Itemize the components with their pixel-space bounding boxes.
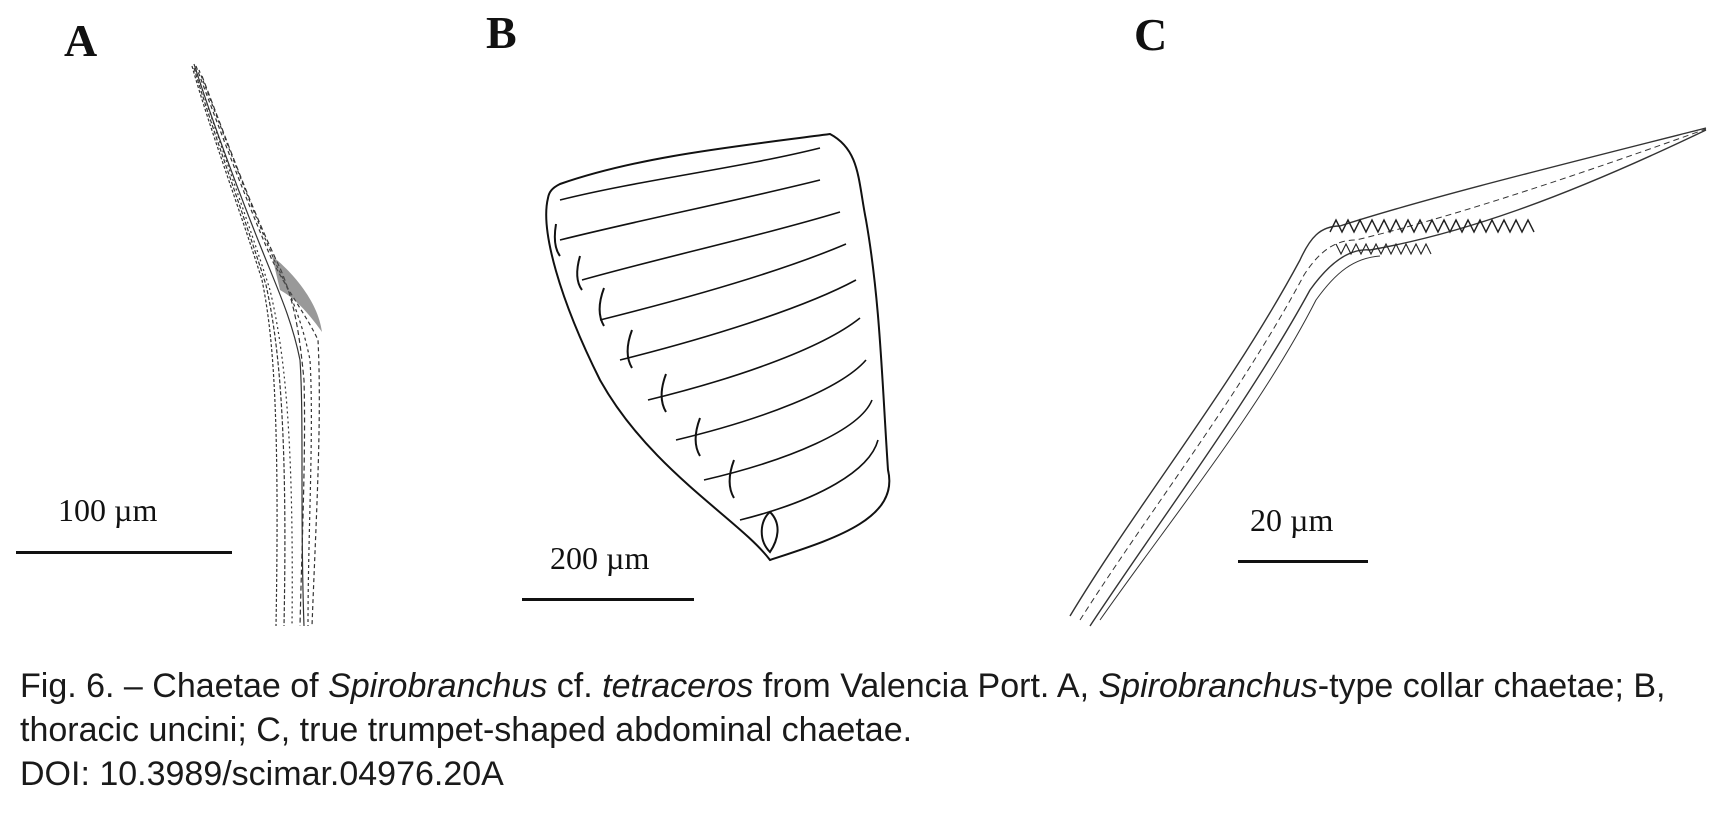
- panel-label-a: A: [64, 15, 98, 66]
- panel-label-c: C: [1134, 9, 1168, 60]
- caption-genus-2: Spirobranchus: [1098, 667, 1318, 705]
- scale-label-c: 20 µm: [1250, 502, 1334, 538]
- figure-plate: A B C 100 µm 200 µm 20 µm: [16, 7, 1707, 627]
- caption-part-4: -type collar chaetae; B, thoracic uncini…: [20, 667, 1666, 749]
- figure-caption: Fig. 6. – Chaetae of Spirobranchus cf. t…: [20, 664, 1720, 796]
- caption-part-1: Fig. 6. – Chaetae of: [20, 667, 329, 705]
- uncinus-drawing-b: [545, 132, 891, 562]
- scale-bar-a: [16, 551, 232, 554]
- caption-part-3: from Valencia Port. A,: [753, 667, 1099, 705]
- scale-label-a: 100 µm: [58, 492, 158, 528]
- caption-part-2: cf.: [547, 667, 603, 705]
- abdominal-chaeta-serrations-c: [1329, 218, 1535, 256]
- collar-chaeta-serrations-a: [272, 256, 322, 332]
- scale-bar-b: [522, 598, 694, 601]
- caption-text: Fig. 6. – Chaetae of Spirobranchus cf. t…: [20, 664, 1720, 752]
- collar-chaeta-drawing-a: [191, 63, 320, 627]
- caption-species: tetraceros: [602, 667, 754, 705]
- caption-doi: DOI: 10.3989/scimar.04976.20A: [20, 755, 504, 793]
- scale-label-b: 200 µm: [550, 540, 650, 576]
- scale-bar-c: [1238, 560, 1368, 563]
- panel-label-b: B: [486, 7, 517, 58]
- caption-genus-1: Spirobranchus: [328, 667, 548, 705]
- chaetae-drawings: [191, 63, 1707, 627]
- abdominal-chaeta-drawing-c: [1069, 127, 1707, 627]
